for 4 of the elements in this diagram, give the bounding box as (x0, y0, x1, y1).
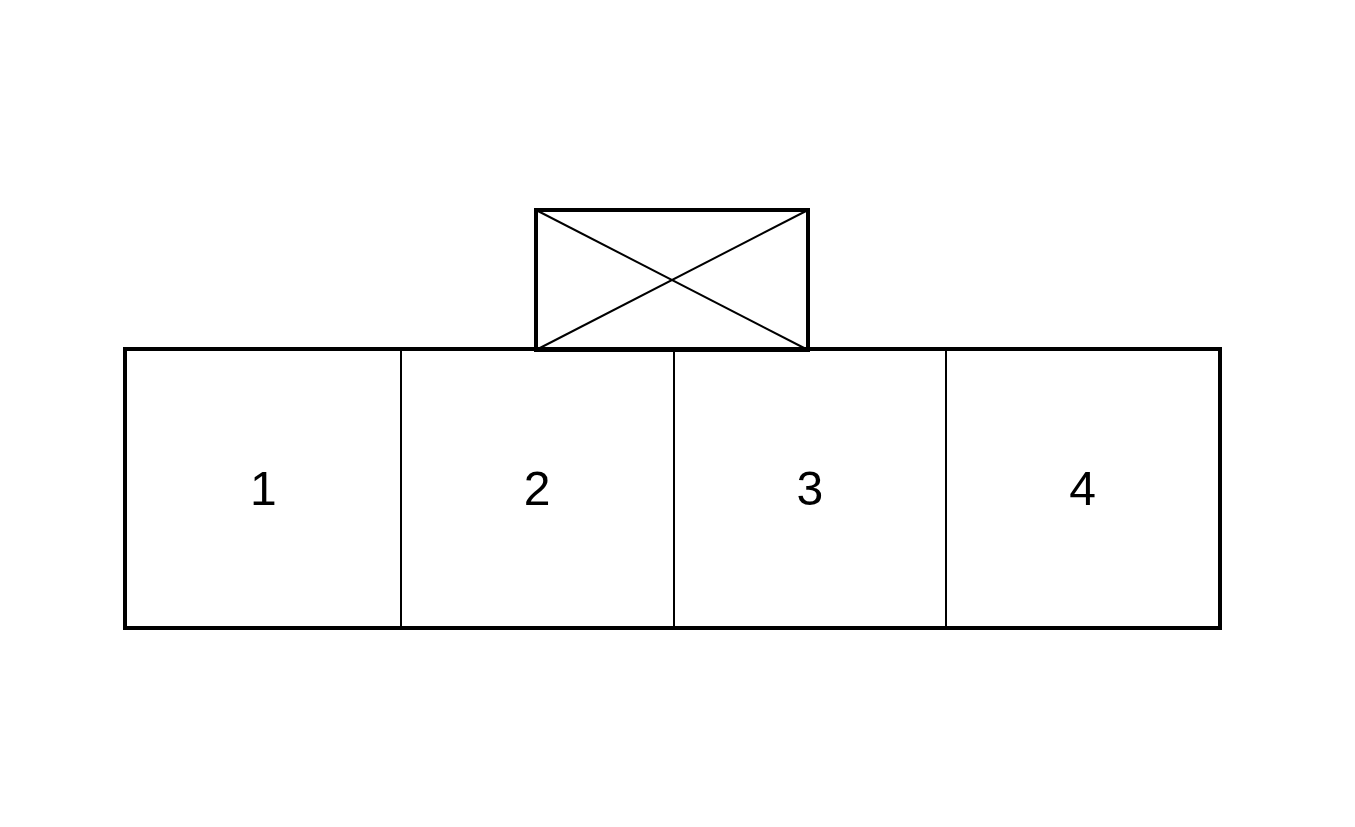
pin-number: 1 (250, 464, 277, 513)
pin-number: 4 (1069, 464, 1096, 513)
pin-number: 2 (523, 464, 551, 513)
pin-number: 3 (796, 464, 824, 513)
